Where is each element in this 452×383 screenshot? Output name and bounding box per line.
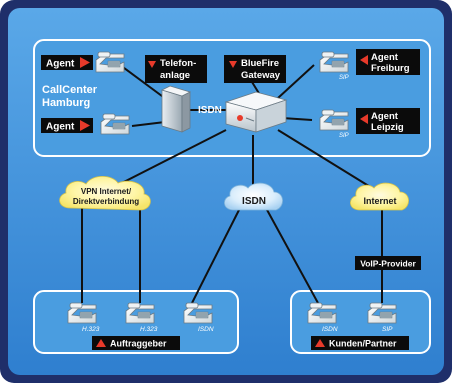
agent-label-2-text: Agent: [46, 122, 75, 133]
line-isdn-kunden: [265, 207, 319, 304]
phone-icon: [67, 302, 97, 324]
phone-icon: [95, 51, 125, 73]
arrow-left-icon: [360, 55, 368, 65]
pbx-icon: [160, 85, 192, 133]
agent-leipzig-line1: Agent: [371, 111, 399, 122]
arrow-down-icon: [229, 61, 237, 68]
callcenter-title: CallCenter: [42, 84, 98, 96]
arrow-right-icon: [80, 57, 90, 68]
cloud-internet-label: Internet: [363, 196, 396, 206]
cloud-internet: Internet: [350, 182, 409, 211]
bluefire-line2: Gateway: [241, 70, 281, 81]
cloud-isdn-label: ISDN: [242, 196, 266, 207]
phone-icon: [125, 302, 155, 324]
agent-label-1: Agent: [41, 55, 93, 70]
telefonanlage-label: Telefon- anlage: [145, 55, 207, 83]
line-gateway-vpn: [111, 129, 227, 189]
phone-label-isdn: ISDN: [198, 326, 214, 333]
agent-leipzig-label: Agent Leipzig: [356, 108, 420, 134]
sip-freiburg-label: SIP: [339, 75, 349, 81]
connection-lines: [81, 61, 383, 304]
gateway-icon: [224, 91, 288, 133]
agent-label-2: Agent: [41, 118, 93, 133]
cloud-vpn: VPN Internet/ Direktverbindung: [59, 175, 151, 211]
arrow-left-icon: [360, 114, 368, 124]
telefonanlage-line2: anlage: [160, 70, 190, 81]
arrow-down-icon: [148, 61, 156, 68]
voip-provider-label: VoIP-Provider: [355, 256, 421, 270]
cloud-isdn: ISDN: [224, 182, 283, 211]
phone-label-h323-1: H.323: [82, 326, 100, 333]
bluefire-line1: BlueFire: [241, 58, 279, 69]
agent-freiburg-label: Agent Freiburg: [356, 49, 420, 75]
agent-label-1-text: Agent: [46, 59, 75, 70]
arrow-up-icon: [96, 339, 106, 347]
phone-icon: [100, 113, 130, 135]
line-agent1-pbx: [115, 61, 171, 103]
phone-icon: [319, 109, 349, 131]
isdn-link-label: ISDN: [198, 105, 222, 116]
phone-icon: [307, 302, 337, 324]
voip-provider-text: VoIP-Provider: [360, 259, 416, 269]
agent-freiburg-line1: Agent: [371, 52, 399, 63]
phone-label-kunden-sip: SIP: [382, 326, 393, 333]
phone-icon: [367, 302, 397, 324]
agent-leipzig-line2: Leipzig: [371, 122, 404, 133]
line-gateway-internet: [277, 129, 373, 189]
agent-freiburg-line2: Freiburg: [371, 63, 410, 74]
phone-label-kunden-isdn: ISDN: [322, 326, 338, 333]
arrow-up-icon: [315, 339, 325, 347]
line-gateway-freiburg: [277, 64, 315, 99]
auftraggeber-text: Auftraggeber: [110, 339, 167, 349]
phone-label-h323-2: H.323: [140, 326, 158, 333]
line-agent2-pbx: [131, 121, 166, 127]
kunden-badge: Kunden/Partner: [311, 336, 409, 350]
sip-leipzig-label: SIP: [339, 133, 349, 139]
auftraggeber-badge: Auftraggeber: [92, 336, 180, 350]
cloud-vpn-line1: VPN Internet/: [81, 187, 132, 196]
line-gateway-leipzig: [281, 117, 313, 121]
telefonanlage-line1: Telefon-: [160, 58, 196, 69]
phone-icon: [319, 51, 349, 73]
callcenter-subtitle: Hamburg: [42, 97, 90, 109]
bluefire-label: BlueFire Gateway: [224, 55, 286, 83]
phone-icon: [183, 302, 213, 324]
cloud-vpn-line2: Direktverbindung: [73, 197, 139, 206]
arrow-right-icon: [80, 120, 90, 131]
kunden-text: Kunden/Partner: [329, 339, 397, 349]
line-isdn-phone3: [191, 207, 241, 304]
